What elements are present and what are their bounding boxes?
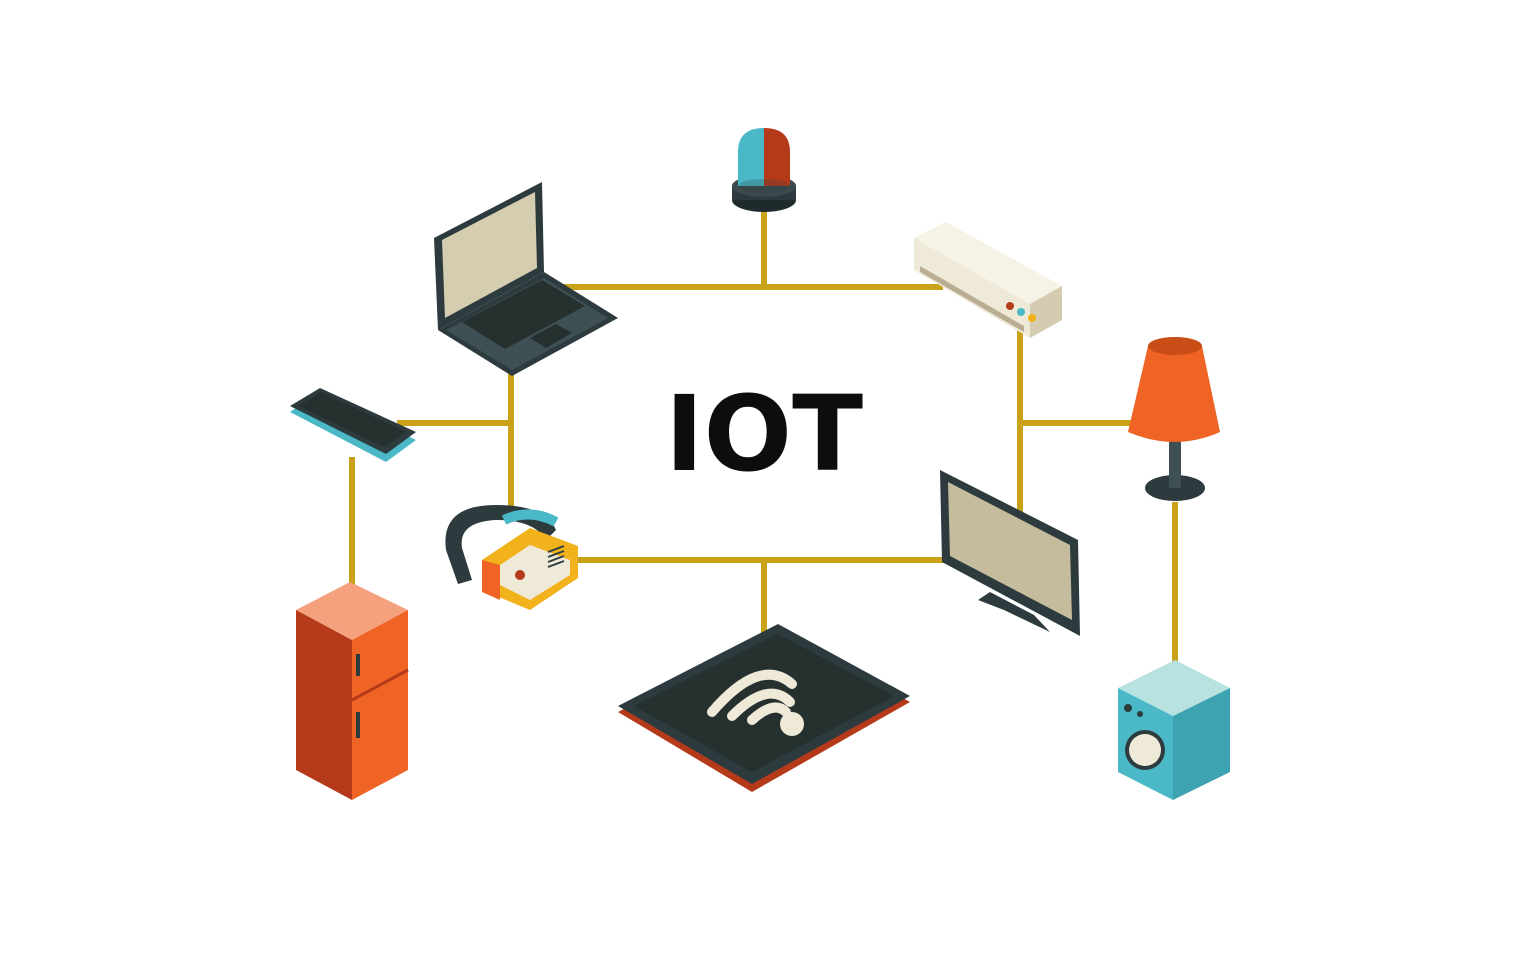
wifi-icon (707, 669, 797, 725)
washing-machine-icon (1118, 660, 1230, 800)
connector-lines (349, 207, 1178, 668)
wifi-router-pad (618, 624, 910, 792)
monitor-icon (940, 470, 1080, 636)
laptop-icon (434, 182, 618, 376)
smartphone-icon (290, 388, 416, 462)
refrigerator-icon (296, 582, 409, 800)
air-conditioner-icon (914, 222, 1062, 338)
vr-headset-icon (445, 505, 578, 610)
siren-icon (732, 128, 796, 212)
lamp-icon (1128, 337, 1220, 501)
diagram-title: IOT (665, 373, 863, 495)
